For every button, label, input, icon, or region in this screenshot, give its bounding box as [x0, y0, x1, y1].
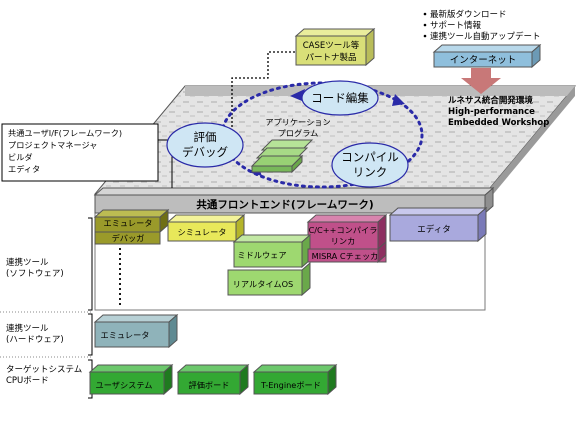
top-note-item: サポート情報 — [430, 20, 482, 31]
left-note-item: プロジェクトマネージャ — [8, 140, 98, 150]
block-emulator: エミュレータ — [93, 313, 179, 349]
emu-debugger-line2: デバッガ — [112, 233, 145, 243]
layer-software-line2: (ソフトウェア) — [6, 269, 64, 279]
link-label: リンク — [353, 165, 388, 179]
layer-hardware-line1: 連携ツール — [6, 323, 49, 334]
compiler-line2: リンカ — [331, 236, 356, 246]
layer-software-line1: 連携ツール — [6, 257, 49, 268]
block-emu-debugger: エミュレータ デバッガ — [93, 208, 170, 245]
internet-label: インターネット — [450, 55, 517, 66]
left-note: 共通ユーザI/F(フレームワーク) プロジェクトマネージャ ビルダ エディタ — [1, 123, 173, 188]
app-line2: プログラム — [278, 128, 319, 138]
emulator-label: エミュレータ — [101, 330, 150, 340]
compile-label: コンパイル — [341, 150, 399, 164]
block-editor: エディタ — [388, 206, 488, 243]
left-note-item: エディタ — [8, 164, 40, 174]
simulator-label: シミュレータ — [178, 227, 227, 237]
block-eval-board: 評価ボード — [176, 363, 250, 396]
ide-line1: ルネサス統合開発環境 — [448, 95, 533, 106]
layer-hardware-line2: (ハードウェア) — [6, 335, 64, 345]
internet-box: インターネット — [432, 43, 542, 69]
debug-label: デバッグ — [182, 145, 228, 159]
misra-label: MISRA Cチェッカ — [312, 251, 379, 261]
middleware-label: ミドルウェア — [237, 250, 286, 260]
evaluate-label: 評価 — [194, 130, 217, 144]
block-tengine-board: T-Engineボード — [252, 363, 338, 396]
case-tool-line2: パートナ製品 — [305, 52, 356, 63]
ide-line2: High-performance — [448, 107, 535, 117]
layer-target-line1: ターゲットシステム — [6, 364, 82, 375]
development-cycle: コード編集 評価 デバッグ コンパイル リンク — [166, 80, 424, 189]
internet-arrow — [461, 68, 501, 94]
case-tool-connector — [231, 51, 295, 128]
block-simulator: シミュレータ — [166, 213, 246, 243]
left-note-item: 共通ユーザI/F(フレームワーク) — [8, 128, 122, 138]
top-note: 最新版ダウンロード サポート情報 連携ツール自動アップデート — [423, 9, 541, 42]
top-note-item: 最新版ダウンロード — [430, 9, 507, 20]
ide-label: ルネサス統合開発環境 High-performance Embedded Wor… — [448, 95, 549, 128]
app-line1: アプリケーション — [265, 117, 330, 127]
block-rtos: リアルタイムOS — [227, 261, 311, 297]
cycle-compile-link — [331, 142, 409, 188]
rtos-label: リアルタイムOS — [233, 279, 294, 289]
case-tool-box: CASEツール等 パートナ製品 — [294, 27, 376, 67]
block-user-system: ユーザシステム — [88, 363, 174, 396]
layer-target-line2: CPUボード — [6, 376, 49, 386]
framework-label: 共通フロントエンド(フレームワーク) — [196, 198, 373, 211]
layer-labels: 連携ツール (ソフトウェア) 連携ツール (ハードウェア) ターゲットシステム … — [0, 217, 93, 399]
block-middleware: ミドルウェア — [232, 233, 312, 269]
case-tool-line1: CASEツール等 — [303, 40, 360, 51]
code-edit-label: コード編集 — [311, 91, 369, 105]
left-note-item: ビルダ — [8, 152, 33, 162]
emu-debugger-line1: エミュレータ — [104, 218, 153, 228]
cycle-code-edit — [301, 80, 379, 116]
editor-label: エディタ — [417, 224, 450, 235]
framework-bar: 共通フロントエンド(フレームワーク) — [93, 186, 495, 215]
cycle-evaluate-debug — [166, 122, 244, 168]
eval-board-label: 評価ボード — [189, 380, 230, 390]
block-misra: MISRA Cチェッカ — [307, 240, 387, 264]
top-note-item: 連携ツール自動アップデート — [430, 31, 541, 42]
ide-line3: Embedded Workshop — [448, 118, 549, 128]
tengine-board-label: T-Engineボード — [260, 380, 321, 390]
compiler-line1: C/C++コンパイラ — [309, 225, 378, 235]
block-compiler: C/C++コンパイラ リンカ — [306, 213, 388, 251]
user-system-label: ユーザシステム — [96, 380, 153, 390]
application-program: アプリケーション プログラム — [250, 117, 331, 174]
